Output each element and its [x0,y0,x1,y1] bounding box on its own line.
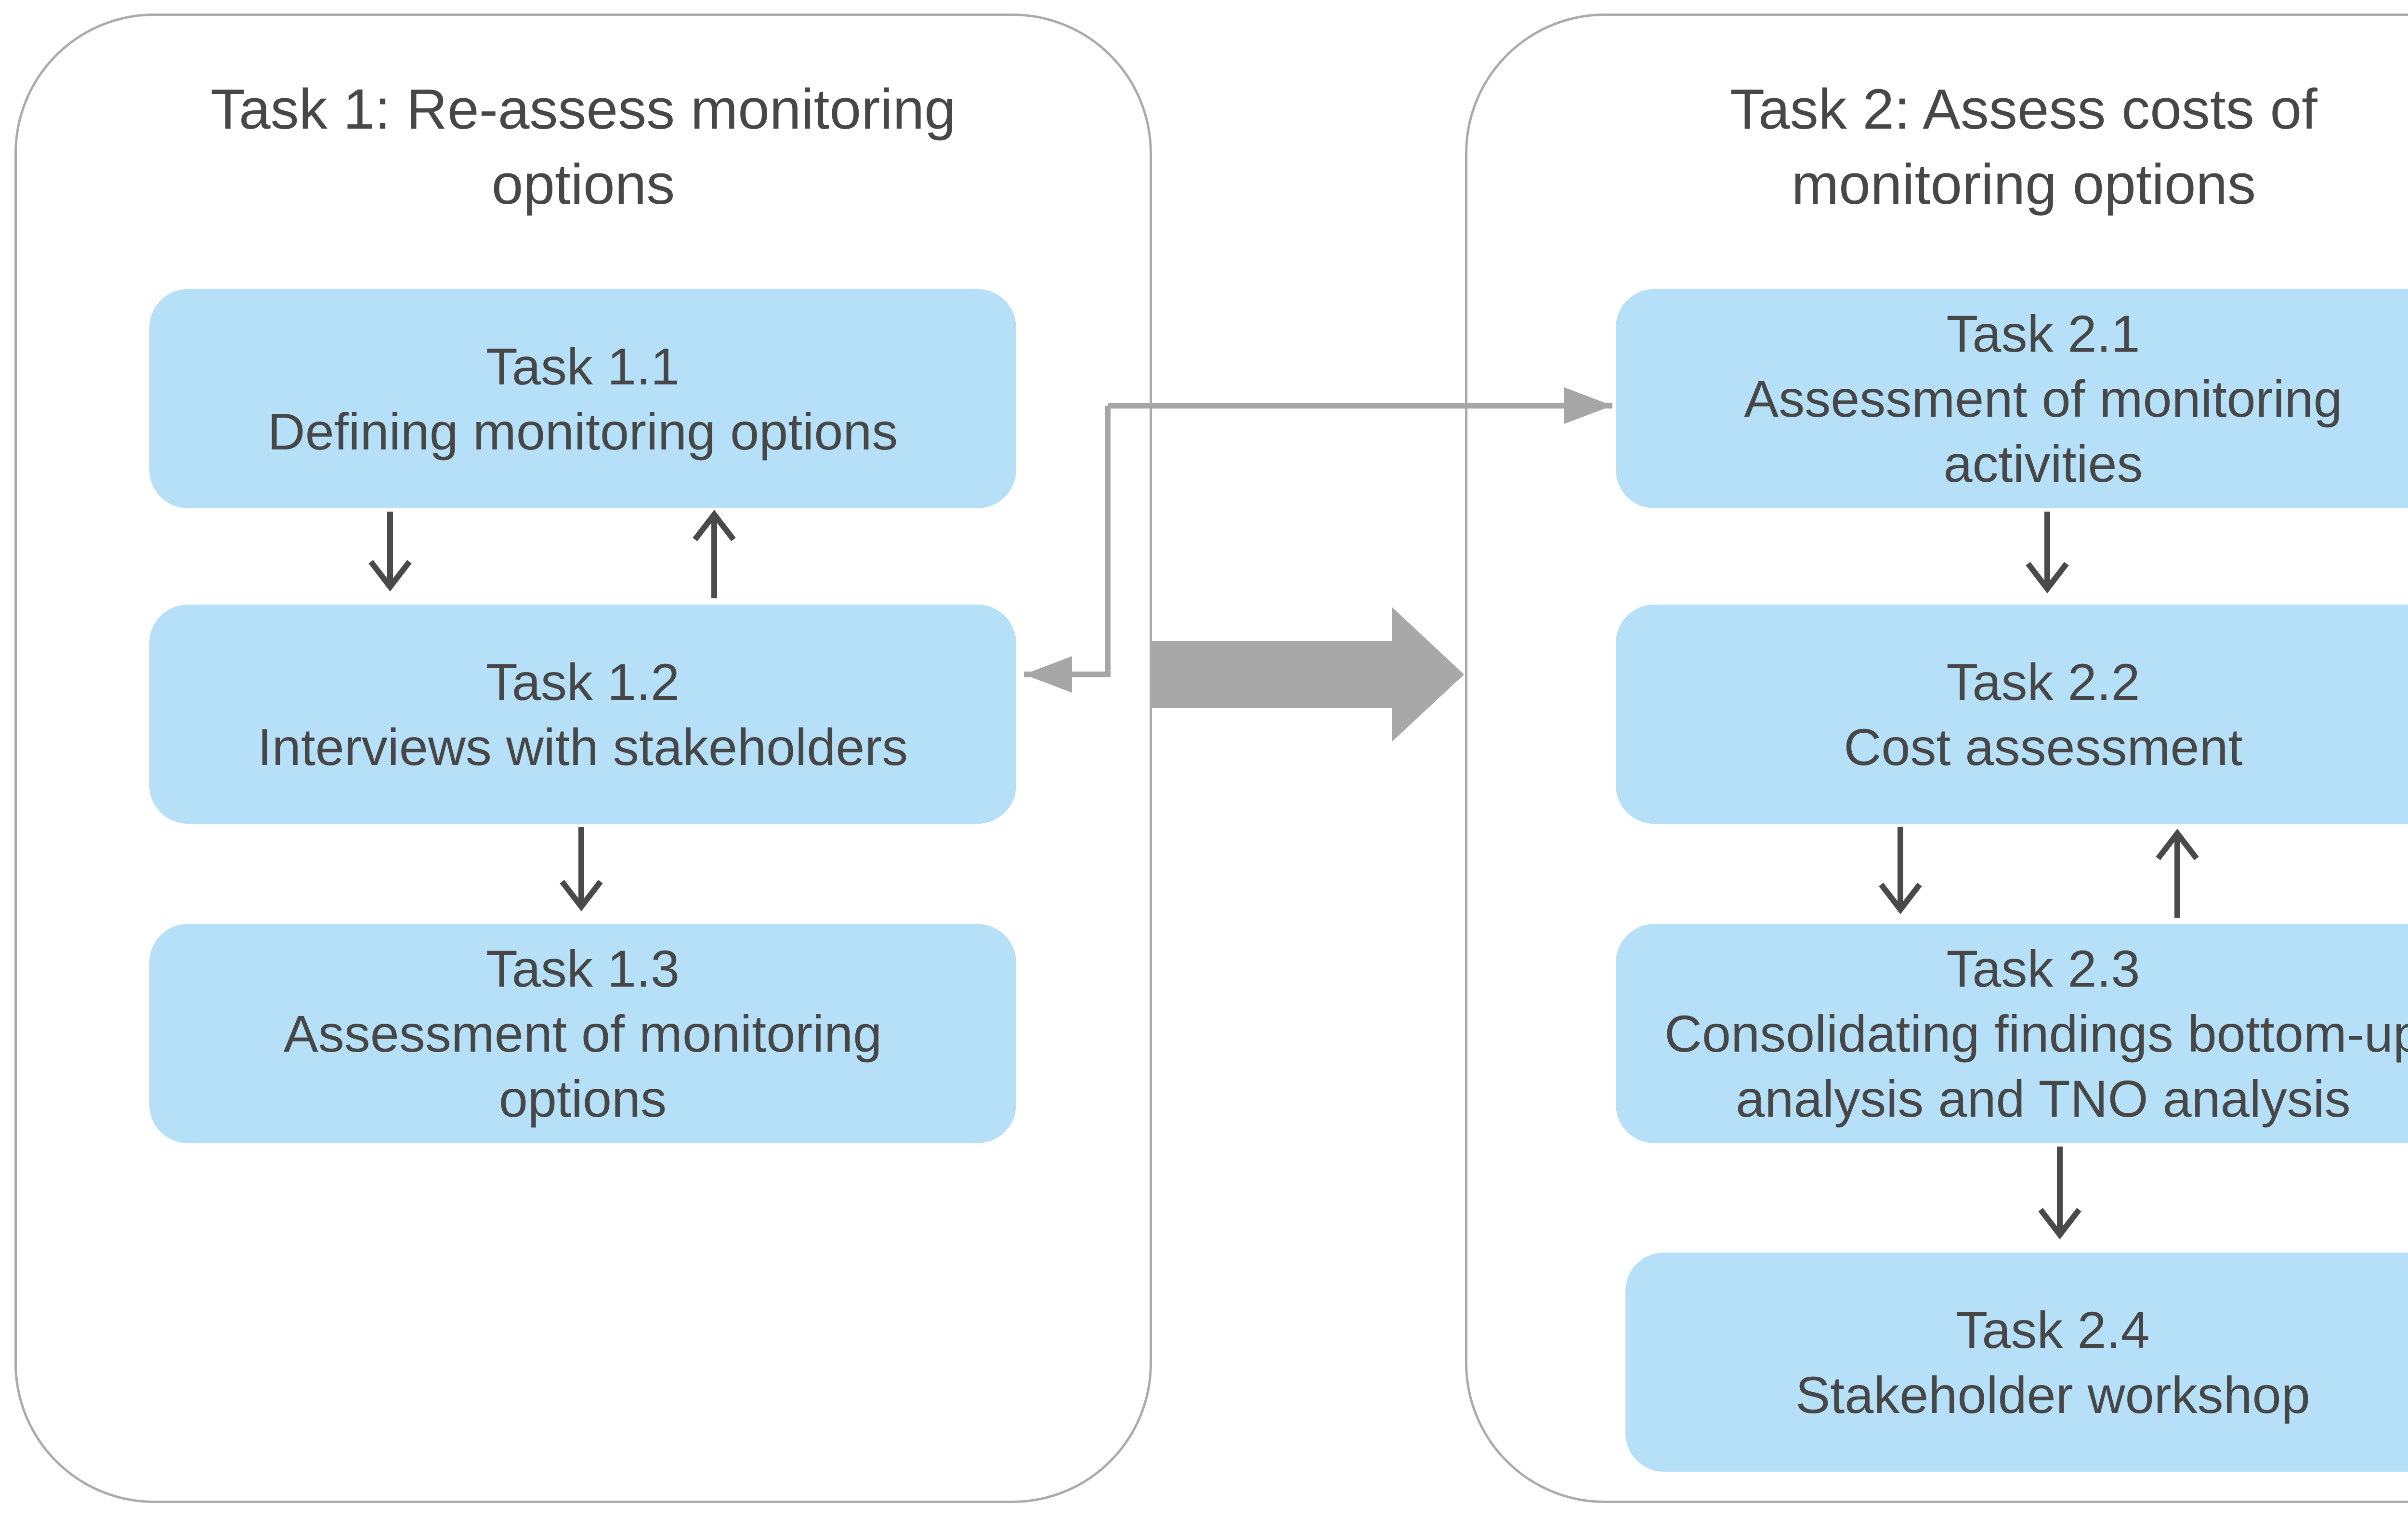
box-text-line: options [498,1069,667,1128]
box-text-line: Cost assessment [1844,717,2243,776]
box-text-line: Task 1.1 [485,337,680,396]
big-transition-arrow [1152,607,1464,742]
box-text-line: Interviews with stakeholders [257,717,908,776]
box-text-line: Consolidating findings bottom-up [1664,1004,2408,1063]
task-2-1-box: Task 2.1 Assessment of monitoring activi… [1616,289,2408,508]
box-text-line: Task 1.3 [485,939,680,998]
box-text-line: activities [1943,435,2143,493]
task-2-3-box: Task 2.3 Consolidating findings bottom-u… [1616,924,2408,1143]
task-1-2-box: Task 1.2 Interviews with stakeholders [149,605,1016,824]
box-text-line: Task 2.1 [1946,304,2140,363]
task1-title-line: options [491,152,675,216]
box-text-line: Task 2.4 [1956,1300,2150,1359]
box-text-line: analysis and TNO analysis [1736,1069,2351,1128]
box-text-line: Assessment of monitoring [283,1004,882,1063]
box-text-line: Stakeholder workshop [1795,1365,2310,1424]
task-2-4-box: Task 2.4 Stakeholder workshop [1625,1253,2408,1472]
task1-title-line: Task 1: Re-assess monitoring [210,78,956,141]
box-text-line: Task 2.2 [1946,652,2140,711]
task2-title-line: monitoring options [1791,152,2256,216]
box-text-line: Defining monitoring options [267,402,898,461]
task-1-3-box: Task 1.3 Assessment of monitoring option… [149,924,1016,1143]
task-2-2-box: Task 2.2 Cost assessment [1616,605,2408,824]
box-text-line: Assessment of monitoring [1744,369,2343,428]
box-text-line: Task 2.3 [1946,939,2140,998]
task2-panel-title: Task 2: Assess costs of monitoring optio… [1465,72,2408,223]
task1-panel-title: Task 1: Re-assess monitoring options [14,72,1152,223]
task-1-1-box: Task 1.1 Defining monitoring options [149,289,1016,508]
task2-title-line: Task 2: Assess costs of [1730,78,2317,141]
box-text-line: Task 1.2 [485,652,680,711]
